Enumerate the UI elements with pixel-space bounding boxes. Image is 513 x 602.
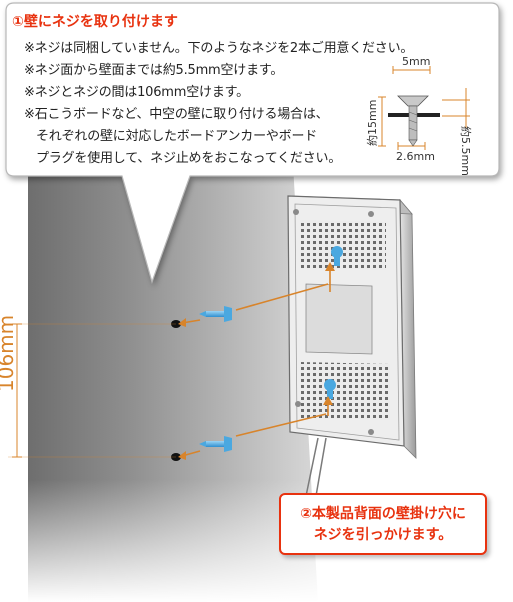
- callout-2: ②本製品背面の壁掛け穴に ネジを引っかけます。: [279, 493, 487, 555]
- callout-bubble-1: [5, 2, 500, 284]
- arrow-lower: [178, 396, 333, 460]
- dim-shaft-diameter: 2.6mm: [396, 150, 435, 163]
- note-line-3: ※ネジとネジの間は106mm空けます。: [24, 85, 249, 100]
- screw-lower: [199, 436, 232, 452]
- dim-gap: 約5.5mm: [459, 126, 472, 176]
- note-line-2: ※ネジ面から壁面までは約5.5mm空けます。: [24, 63, 284, 78]
- screw-dimension-diagram: [378, 66, 470, 150]
- callout-2-line-2: ネジを引っかけます。: [313, 527, 453, 543]
- callout-2-line-1: ②本製品背面の壁掛け穴に: [300, 506, 466, 522]
- note-line-1: ※ネジは同梱していません。下のようなネジを2本ご用意ください。: [24, 41, 414, 56]
- router-device: [287, 195, 417, 459]
- note-line-4: ※石こうボードなど、中空の壁に取り付ける場合は、: [24, 107, 329, 122]
- screw-upper: [199, 306, 232, 322]
- dim-length: 約15mm: [366, 99, 379, 146]
- note-line-6: プラグを使用して、ネジ止めをおこなってください。: [36, 151, 342, 166]
- note-line-5: それぞれの壁に対応したボードアンカーやボード: [36, 129, 318, 144]
- arrow-upper: [178, 262, 335, 327]
- spacing-label: 106mm: [0, 314, 18, 392]
- callout-1-title: ①壁にネジを取り付けます: [12, 14, 178, 30]
- dim-head-width: 5mm: [402, 55, 431, 68]
